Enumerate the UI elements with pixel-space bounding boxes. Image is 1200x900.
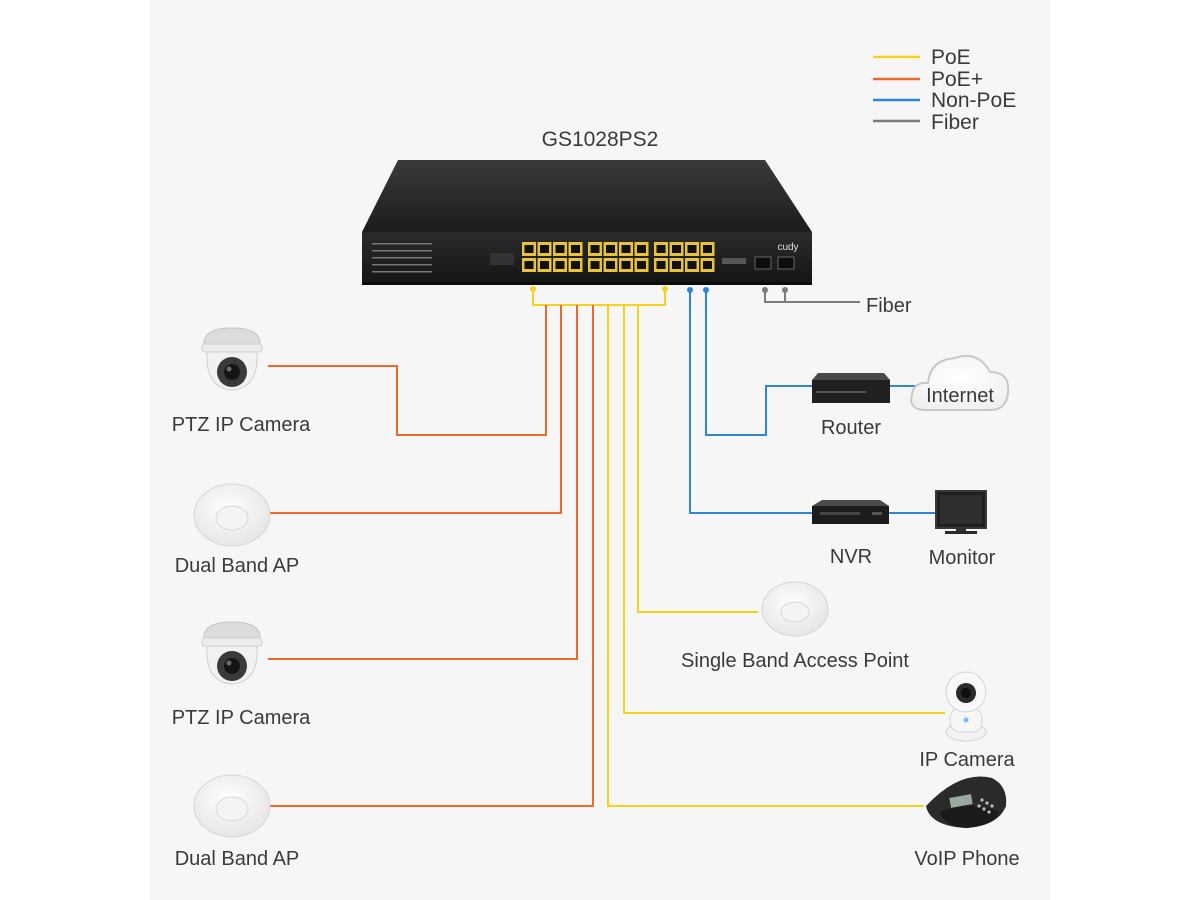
rj45-port-opening [555,245,565,253]
device-label-router: Router [821,417,881,439]
poe-trunk [532,290,666,306]
legend-item-poe-plus: PoE+ [873,68,983,91]
rj45-port-opening [637,245,646,253]
device-label-ptz-camera-2: PTZ IP Camera [172,707,311,729]
rj45-port-opening [703,261,712,269]
dome-camera-icon [201,327,263,391]
conference-phone-icon [926,776,1007,828]
rj45-port-opening [687,261,697,269]
legend-item-poe: PoE [873,46,971,69]
poe-plus-cables [268,305,594,807]
device-label-dual-band-ap-2: Dual Band AP [175,848,300,870]
dome-camera-icon [201,621,263,685]
rj45-port-opening [656,261,666,269]
router-icon [812,373,890,403]
legend-item-non-poe: Non-PoE [873,89,1016,112]
fiber-label: Fiber [866,295,912,317]
switch-icon: cudy [362,160,812,285]
rj45-port-opening [540,245,549,253]
legend-item-fiber: Fiber [873,111,979,134]
ceiling-access-point-icon [193,774,271,838]
poe-cables-right [607,305,945,807]
monitor-icon [935,490,987,534]
rj45-port-opening [540,261,549,269]
rj45-port-opening [590,261,600,269]
rj45-port-opening [703,245,712,253]
legend-label-non-poe: Non-PoE [931,89,1016,112]
rj45-port-opening [621,245,631,253]
rj45-port-opening [524,245,534,253]
rj45-port-opening [590,245,600,253]
legend-label-fiber: Fiber [931,111,979,134]
rj45-port-opening [656,245,666,253]
device-label-nvr: NVR [830,546,872,568]
switch-brand-logo: cudy [777,242,798,253]
legend-label-poe: PoE [931,46,971,69]
rj45-port-opening [621,261,631,269]
device-label-monitor: Monitor [929,547,996,569]
device-label-voip-phone: VoIP Phone [914,848,1019,870]
nvr-icon [812,500,889,524]
cloud-icon [910,354,1010,411]
rj45-port-opening [571,261,580,269]
legend-label-poe-plus: PoE+ [931,68,983,91]
rj45-port-opening [555,261,565,269]
switch-ports [522,242,715,272]
rj45-port-opening [524,261,534,269]
rj45-port-opening [672,261,681,269]
rj45-port-opening [687,245,697,253]
diagram-background [150,0,1050,900]
rj45-port-opening [571,245,580,253]
device-label-ptz-camera-1: PTZ IP Camera [172,414,311,436]
rj45-port-opening [606,261,615,269]
device-label-single-band-ap: Single Band Access Point [681,650,909,672]
fiber-cables [764,292,860,303]
rj45-port-opening [672,245,681,253]
legend: PoE PoE+ Non-PoE Fiber [873,46,1016,134]
device-label-ip-camera: IP Camera [919,749,1015,771]
device-label-dual-band-ap-1: Dual Band AP [175,555,300,577]
ceiling-access-point-icon [761,581,829,637]
device-label-internet: Internet [926,385,994,407]
ceiling-access-point-icon [193,483,271,547]
rj45-port-opening [637,261,646,269]
switch-model-title: GS1028PS2 [542,128,659,151]
rj45-port-opening [606,245,615,253]
ip-camera-icon [945,671,987,742]
non-poe-cables [689,292,936,514]
